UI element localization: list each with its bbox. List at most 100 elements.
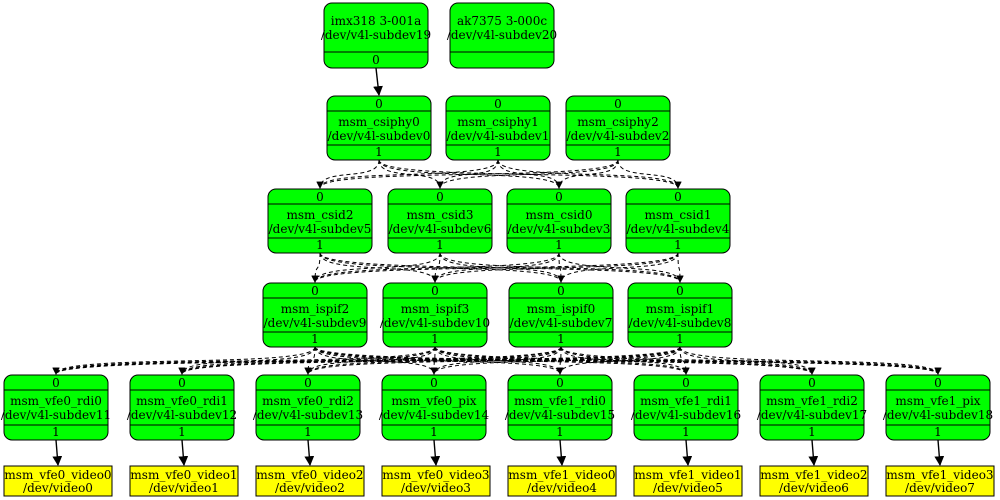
source-pad-label: 1 <box>430 425 438 439</box>
sink-pad-label: 0 <box>556 376 564 390</box>
link-csid3-to-ispif2 <box>311 252 441 283</box>
devnode-name: msm_vfe0_video2 <box>256 468 363 482</box>
entity-box <box>381 374 487 441</box>
devnode-name: msm_vfe1_video1 <box>634 468 741 482</box>
devnode-video4[interactable]: msm_vfe1_video0/dev/video4 <box>507 465 617 497</box>
link-ispif3-to-vfe0_rdi0 <box>52 346 436 375</box>
devnode-path: /dev/video1 <box>149 481 219 495</box>
sink-pad-label: 0 <box>178 376 186 390</box>
devnode-name: msm_vfe1_video3 <box>886 468 993 482</box>
sink-pad-label: 0 <box>52 376 60 390</box>
entity-devnode: /dev/v4l-subdev18 <box>883 408 993 422</box>
devnode-video0[interactable]: msm_vfe0_video0/dev/video0 <box>3 465 113 497</box>
entity-name: msm_vfe1_rdi0 <box>514 394 606 408</box>
devnode-video6[interactable]: msm_vfe1_video2/dev/video6 <box>759 465 869 497</box>
link-ispif1-to-vfe1_rdi2 <box>679 346 816 375</box>
link-csid1-to-ispif0 <box>557 252 679 283</box>
sink-pad-label: 0 <box>375 97 383 111</box>
entity-box <box>627 282 733 348</box>
entity-box <box>262 282 368 348</box>
link-ispif1-to-vfe0_pix <box>430 346 681 375</box>
devnode-box <box>255 465 365 497</box>
entity-box <box>625 188 731 254</box>
sink-pad-label: 0 <box>430 376 438 390</box>
devnode-video7[interactable]: msm_vfe1_video3/dev/video7 <box>885 465 995 497</box>
devnode-path: /dev/video3 <box>401 481 471 495</box>
entity-devnode: /dev/v4l-subdev19 <box>321 28 431 42</box>
link-vfe1_rdi1-to-video5 <box>682 439 693 466</box>
devnode-video1[interactable]: msm_vfe0_video1/dev/video1 <box>129 465 239 497</box>
link-ispif1-to-vfe0_rdi0 <box>52 346 681 375</box>
devnode-video3[interactable]: msm_vfe0_video3/dev/video3 <box>381 465 491 497</box>
link-csid2-to-ispif2 <box>311 252 321 283</box>
entity-devnode: /dev/v4l-subdev7 <box>510 316 613 330</box>
devnode-video5[interactable]: msm_vfe1_video1/dev/video5 <box>633 465 743 497</box>
link-csid2-to-ispif0 <box>319 252 565 283</box>
sink-pad-label: 0 <box>676 284 684 298</box>
source-pad-label: 1 <box>436 238 444 252</box>
entity-ak7375[interactable]: ak7375 3-000c/dev/v4l-subdev20 <box>447 2 557 69</box>
link-ispif0-to-vfe0_pix <box>430 346 562 375</box>
source-pad-label: 1 <box>676 332 684 346</box>
link-ispif2-to-vfe0_rdi1 <box>178 346 316 375</box>
devnode-path: /dev/video5 <box>653 481 723 495</box>
devnode-box <box>885 465 995 497</box>
devnode-box <box>3 465 113 497</box>
sink-pad-label: 0 <box>304 376 312 390</box>
entity-name: msm_ispif1 <box>646 302 715 316</box>
link-csiphy2-to-csid2 <box>316 159 619 189</box>
link-csid3-to-ispif1 <box>439 252 684 283</box>
entity-devnode: /dev/v4l-subdev13 <box>253 408 363 422</box>
entity-box <box>3 374 109 441</box>
link-csiphy1-to-csid2 <box>316 159 499 189</box>
entity-box <box>565 95 671 161</box>
link-ispif2-to-vfe1_pix <box>314 346 942 375</box>
devnode-video2[interactable]: msm_vfe0_video2/dev/video2 <box>255 465 365 497</box>
devnode-name: msm_vfe0_video0 <box>4 468 111 482</box>
entity-devnode: /dev/v4l-subdev17 <box>757 408 867 422</box>
entity-devnode: /dev/v4l-subdev8 <box>629 316 732 330</box>
sink-pad-label: 0 <box>316 190 324 204</box>
link-ispif1-to-vfe1_rdi1 <box>679 346 690 375</box>
devnode-name: msm_vfe1_video2 <box>760 468 867 482</box>
entity-name: msm_csiphy1 <box>457 115 538 129</box>
sink-pad-label: 0 <box>614 97 622 111</box>
entity-devnode: /dev/v4l-subdev0 <box>328 129 431 143</box>
link-vfe1_rdi2-to-video6 <box>808 439 819 466</box>
entity-devnode: /dev/v4l-subdev1 <box>447 129 550 143</box>
entity-name: msm_vfe0_rdi1 <box>136 394 228 408</box>
link-csiphy2-to-csid3 <box>436 159 619 189</box>
link-vfe0_pix-to-video3 <box>430 439 441 466</box>
link-vfe0_rdi0-to-video0 <box>52 439 63 466</box>
entity-name: msm_csiphy0 <box>338 115 419 129</box>
entity-name: msm_vfe0_rdi2 <box>262 394 354 408</box>
link-ispif0-to-vfe1_rdi1 <box>560 346 690 375</box>
entity-name: msm_ispif2 <box>281 302 350 316</box>
link-csid1-to-ispif2 <box>311 252 679 283</box>
entity-devnode: /dev/v4l-subdev4 <box>627 222 730 236</box>
sink-pad-label: 0 <box>555 190 563 204</box>
source-pad-label: 1 <box>555 238 563 252</box>
entity-ispif1[interactable]: 0 msm_ispif1/dev/v4l-subdev8 1 <box>627 282 733 348</box>
